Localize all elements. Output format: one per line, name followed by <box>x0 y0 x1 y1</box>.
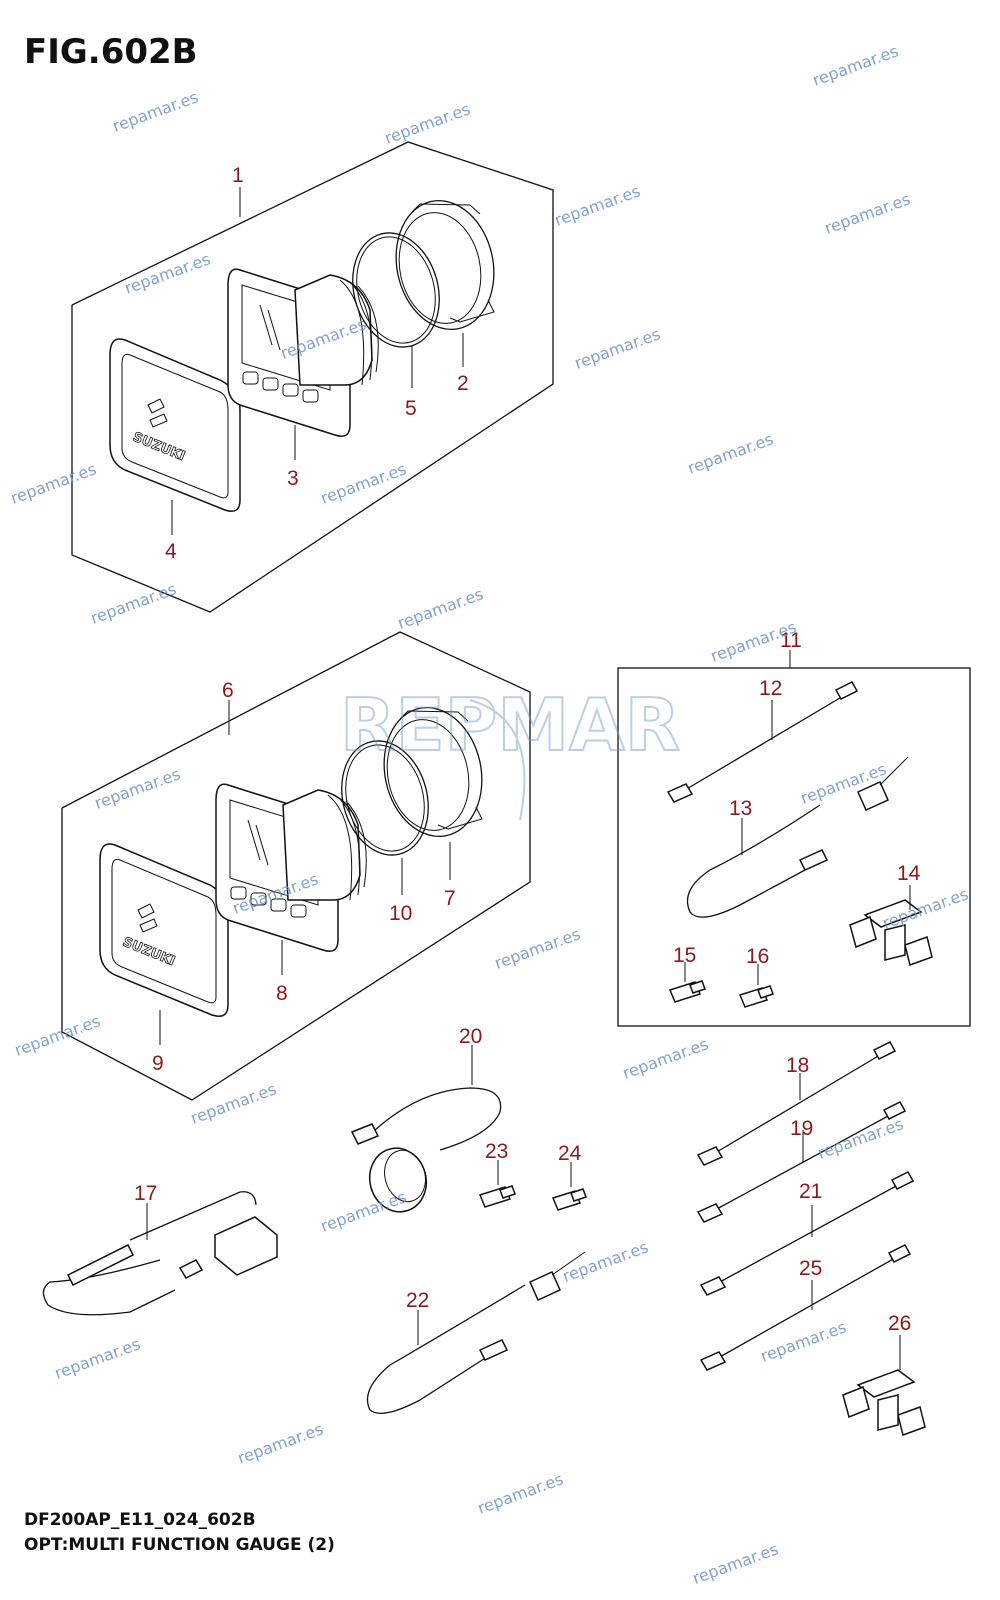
callout-7: 7 <box>444 887 456 910</box>
callout-11: 11 <box>780 629 802 652</box>
figure-title: FIG.602B <box>24 32 198 72</box>
t-connector-14 <box>849 899 933 966</box>
backbone-cable-21 <box>699 1171 915 1296</box>
group-6-enclosure <box>61 631 531 1101</box>
sun-cover-4: SUZUKI <box>109 338 241 512</box>
figure-caption: OPT:MULTI FUNCTION GAUGE (2) <box>24 1535 335 1555</box>
callout-17: 17 <box>134 1182 157 1205</box>
callout-18: 18 <box>786 1054 809 1077</box>
callout-10: 10 <box>389 902 412 925</box>
sun-cover-9: SUZUKI <box>99 843 229 1017</box>
watermark-logo-text: REPMAR <box>340 683 680 767</box>
callout-8: 8 <box>276 982 288 1005</box>
harness-13 <box>686 756 909 918</box>
callout-15: 15 <box>673 944 696 967</box>
watermark-logo: REPMAR <box>339 682 681 821</box>
callout-9: 9 <box>152 1052 164 1075</box>
callout-3: 3 <box>287 467 299 490</box>
callout-4: 4 <box>165 540 177 563</box>
harness-kit-box-11 <box>617 667 971 1027</box>
callout-14: 14 <box>897 862 921 885</box>
callout-23: 23 <box>485 1140 508 1163</box>
sensor-20 <box>350 1087 502 1213</box>
lock-nut-2 <box>395 199 495 331</box>
backbone-cable-18 <box>696 1041 897 1166</box>
callout-21: 21 <box>799 1180 822 1203</box>
terminator-15 <box>668 980 706 1003</box>
lock-nut-7 <box>383 706 483 838</box>
callout-25: 25 <box>799 1257 822 1280</box>
terminator-16 <box>738 985 774 1008</box>
terminator-23 <box>478 1185 516 1208</box>
callout-26: 26 <box>888 1312 911 1335</box>
gauge-3 <box>227 268 379 437</box>
backbone-cable-25 <box>699 1244 912 1371</box>
o-ring-5 <box>352 232 440 348</box>
callout-12: 12 <box>759 677 782 700</box>
callout-20: 20 <box>459 1025 482 1048</box>
callout-24: 24 <box>558 1142 582 1165</box>
callout-16: 16 <box>746 945 769 968</box>
gauge-8 <box>215 783 367 952</box>
callout-19: 19 <box>790 1117 813 1140</box>
group-1-enclosure <box>71 141 554 613</box>
t-connector-26 <box>842 1369 926 1436</box>
backbone-cable-12 <box>666 681 859 803</box>
figure-code: DF200AP_E11_024_602B <box>24 1510 256 1530</box>
callout-1: 1 <box>232 164 244 187</box>
callout-22: 22 <box>406 1289 429 1312</box>
harness-17 <box>42 1191 278 1316</box>
callout-5: 5 <box>405 397 417 420</box>
callout-6: 6 <box>222 679 234 702</box>
harness-22 <box>366 1251 586 1414</box>
terminator-24 <box>551 1188 587 1211</box>
callouts: 1 2 3 4 5 6 7 8 9 10 11 12 13 <box>134 164 921 1370</box>
callout-2: 2 <box>457 372 469 395</box>
callout-13: 13 <box>729 797 752 820</box>
o-ring-10 <box>341 740 429 856</box>
